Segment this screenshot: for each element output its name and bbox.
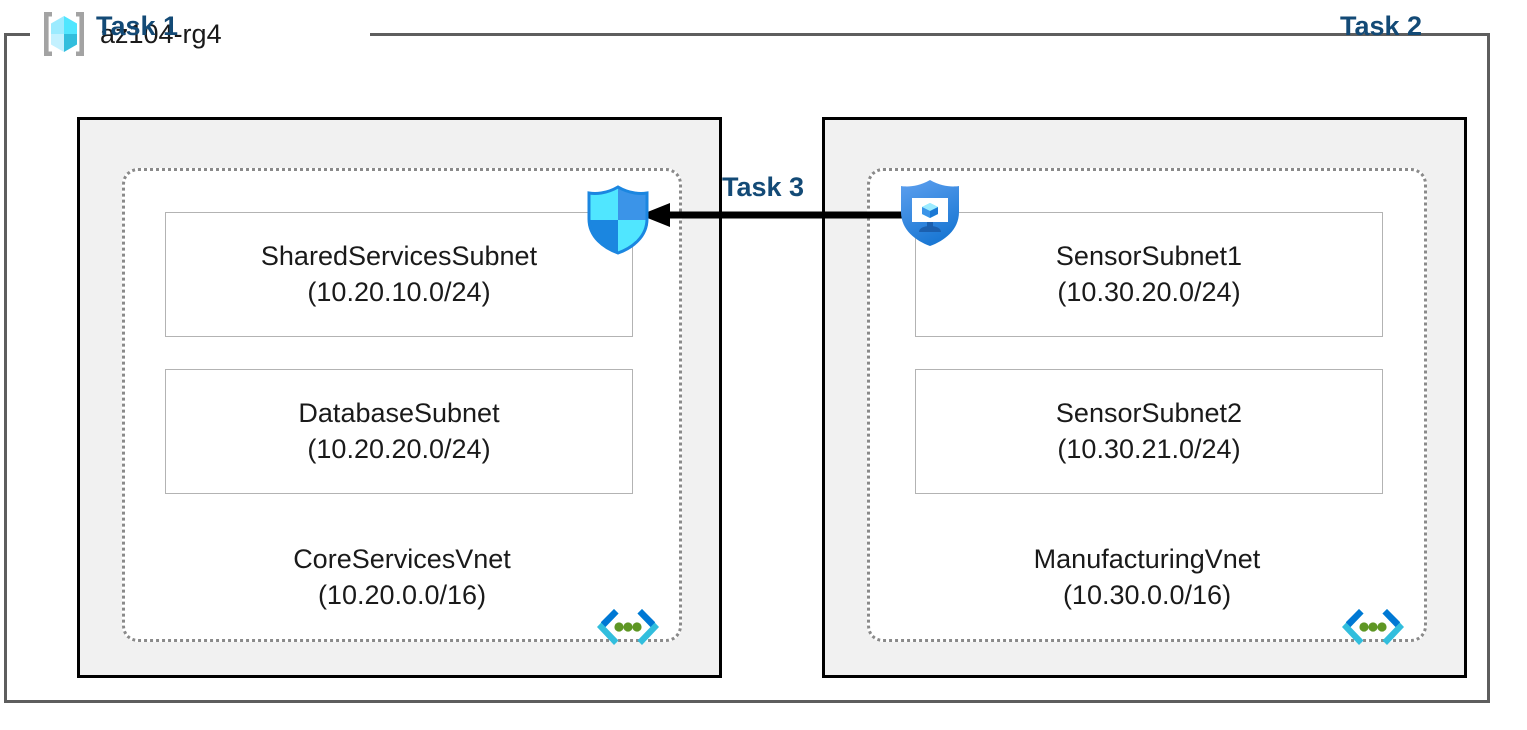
subnet-cidr: (10.30.20.0/24) [1057,276,1241,307]
azure-resource-group-cube-icon [40,9,88,59]
subnet-cidr: (10.30.21.0/24) [1057,433,1241,464]
vnet-cidr: (10.30.0.0/16) [1062,579,1232,610]
coreservicesvnet-label: CoreServicesVnet (10.20.0.0/16) [122,542,682,614]
subnet-name: SensorSubnet1 [1055,240,1243,271]
subnet-name: SensorSubnet2 [1055,397,1243,428]
subnet-cidr: (10.20.10.0/24) [307,276,491,307]
resource-group-header: az104-rg4 [40,3,222,65]
manufacturingvnet-label: ManufacturingVnet (10.30.0.0/16) [867,542,1427,614]
resource-group-frame [4,33,1490,703]
resource-group-label-gap [30,25,370,43]
peering-arrow-left-icon [640,200,910,230]
vnet-cidr: (10.20.0.0/16) [317,579,487,610]
virtual-network-icon [1342,606,1404,648]
task-3-label: Task 3 [722,172,805,202]
subnet-databasesubnet: DatabaseSubnet (10.20.20.0/24) [165,369,633,494]
virtual-network-icon [597,606,659,648]
subnet-name: DatabaseSubnet [298,397,500,428]
subnet-sharedservicessubnet: SharedServicesSubnet (10.20.10.0/24) [165,212,633,337]
subnet-cidr: (10.20.20.0/24) [307,433,491,464]
resource-group-name: az104-rg4 [100,18,222,49]
subnet-name: SharedServicesSubnet [260,240,538,271]
azure-bastion-shield-icon [898,178,962,248]
subnet-sensorsubnet2: SensorSubnet2 (10.30.21.0/24) [915,369,1383,494]
task-2-label: Task 2 [1340,11,1423,41]
task-1-label: Task 1 [96,11,179,41]
subnet-sensorsubnet1: SensorSubnet1 (10.30.20.0/24) [915,212,1383,337]
network-security-group-shield-icon [586,185,650,255]
vnet-name: CoreServicesVnet [293,544,511,574]
vnet-name: ManufacturingVnet [1033,544,1261,574]
